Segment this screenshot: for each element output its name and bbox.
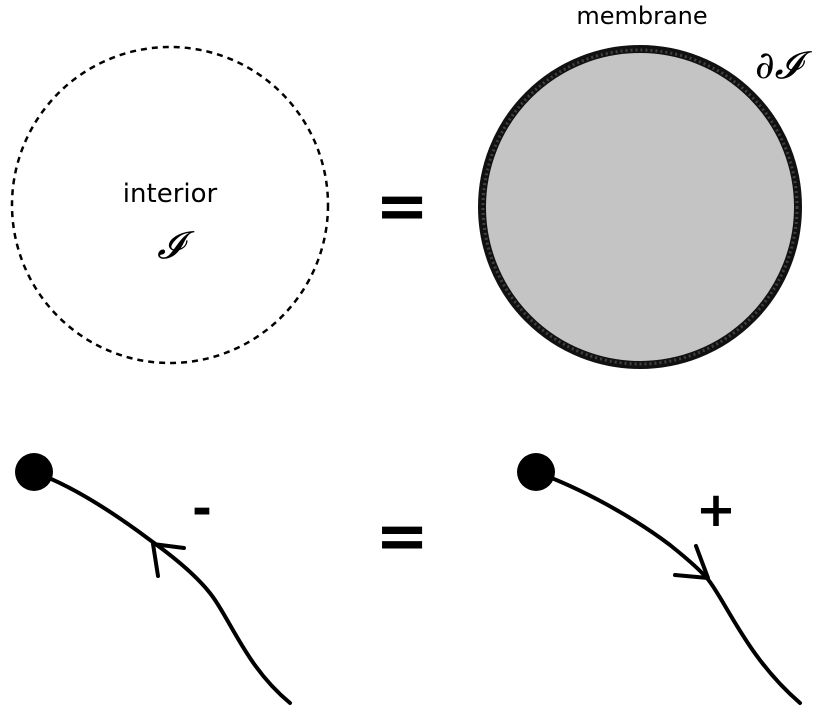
top-equals-sign: =: [375, 170, 429, 244]
left-curve-path: [32, 470, 292, 705]
membrane-label: membrane: [576, 2, 707, 30]
interior-label: interior: [123, 179, 218, 209]
membrane-boundary-texture: [481, 48, 799, 366]
right-curve-arrowhead: [673, 544, 710, 580]
interior-dashed-circle: [10, 45, 330, 365]
interior-symbol: 𝓘: [157, 223, 195, 267]
bottom-equals-sign: =: [375, 500, 429, 574]
positive-curve-group: +: [517, 453, 802, 705]
positive-sign: +: [696, 482, 736, 538]
membrane-boundary-symbol: ∂𝓘: [755, 43, 813, 87]
negative-sign: -: [192, 481, 212, 537]
membrane-region: membrane ∂𝓘: [478, 2, 813, 369]
left-curve-arrowhead: [151, 542, 186, 578]
right-curve-path: [534, 470, 802, 705]
negative-curve-group: -: [15, 453, 292, 705]
interior-region: interior 𝓘: [10, 45, 330, 365]
